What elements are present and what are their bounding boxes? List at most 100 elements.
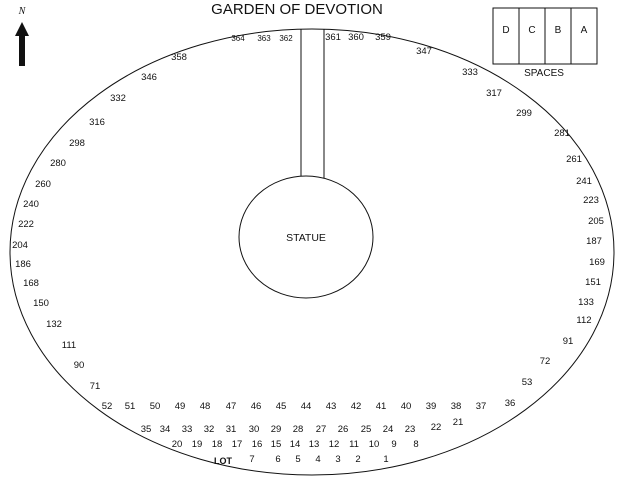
lot-number: 168 — [23, 278, 39, 289]
lot-number: 25 — [361, 424, 372, 435]
lot-number: 5 — [295, 454, 300, 465]
lot-number: 27 — [316, 424, 327, 435]
lot-number: 36 — [505, 398, 516, 409]
lot-number: 150 — [33, 298, 49, 309]
lot-number: 46 — [251, 401, 262, 412]
lot-number: 151 — [585, 277, 601, 288]
lot-number: 261 — [566, 154, 582, 165]
lot-number: 10 — [369, 439, 380, 450]
lot-number: 91 — [563, 336, 574, 347]
space-letter: A — [581, 25, 588, 36]
lot-number: 364 — [231, 34, 245, 43]
lot-number: 169 — [589, 257, 605, 268]
lot-number: 51 — [125, 401, 136, 412]
lot-word: LOT — [214, 456, 232, 466]
lot-number: 205 — [588, 216, 604, 227]
lot-number: 332 — [110, 93, 126, 104]
lot-number: 9 — [391, 439, 396, 450]
lot-number: 12 — [329, 439, 340, 450]
lot-number: 346 — [141, 72, 157, 83]
lot-number: 223 — [583, 195, 599, 206]
lot-number: 40 — [401, 401, 412, 412]
lot-number: 280 — [50, 158, 66, 169]
lot-number: 90 — [74, 360, 85, 371]
lot-number: 23 — [405, 424, 416, 435]
lot-number: 41 — [376, 401, 387, 412]
lot-number: 260 — [35, 179, 51, 190]
lot-number: 48 — [200, 401, 211, 412]
lot-number: 31 — [226, 424, 237, 435]
lot-number: 20 — [172, 439, 183, 450]
lot-number: 21 — [453, 417, 464, 428]
lot-number: 72 — [540, 356, 551, 367]
space-letter: B — [555, 25, 562, 36]
space-letter: C — [528, 25, 535, 36]
lot-number: 18 — [212, 439, 223, 450]
lot-number: 4 — [315, 454, 320, 465]
spaces-legend: D C B A SPACES — [492, 7, 598, 79]
lot-number: 53 — [522, 377, 533, 388]
lot-number: 50 — [150, 401, 161, 412]
lot-number: 298 — [69, 138, 85, 149]
lot-number: 14 — [290, 439, 301, 450]
statue — [238, 175, 374, 299]
north-label: N — [18, 6, 27, 17]
lot-number: 52 — [102, 401, 113, 412]
lot-number: 316 — [89, 117, 105, 128]
lot-number: 19 — [192, 439, 203, 450]
lot-number: 42 — [351, 401, 362, 412]
lot-number: 111 — [62, 340, 76, 351]
lot-number: 3 — [335, 454, 340, 465]
lot-number: 360 — [348, 32, 364, 43]
spaces-caption: SPACES — [524, 68, 564, 79]
lot-number: 358 — [171, 52, 187, 63]
walkway — [300, 29, 325, 180]
lot-number: 112 — [576, 315, 591, 326]
lot-number: 39 — [426, 401, 437, 412]
lot-number: 44 — [301, 401, 312, 412]
lot-number: 241 — [576, 176, 592, 187]
lot-number: 22 — [431, 422, 442, 433]
lot-number: 299 — [516, 108, 532, 119]
lot-number: 11 — [349, 439, 359, 450]
lot-number: 29 — [271, 424, 282, 435]
lot-number: 16 — [252, 439, 263, 450]
statue-label: STATUE — [286, 232, 326, 244]
lot-number: 333 — [462, 67, 478, 78]
lot-number: 35 — [141, 424, 152, 435]
lot-number: 281 — [554, 128, 570, 139]
lot-number: 13 — [309, 439, 320, 450]
lot-number: 71 — [90, 381, 101, 392]
lot-number: 362 — [279, 34, 293, 43]
lot-number: 222 — [18, 219, 34, 230]
lot-number: 34 — [160, 424, 171, 435]
lot-number: 49 — [175, 401, 186, 412]
lot-number: 45 — [276, 401, 287, 412]
lot-number: 359 — [375, 32, 391, 43]
lot-number: 361 — [325, 32, 341, 43]
lot-number: 240 — [23, 199, 39, 210]
lot-number: 363 — [257, 34, 271, 43]
lot-number: 24 — [383, 424, 394, 435]
lot-number: 8 — [413, 439, 418, 450]
lot-number: 38 — [451, 401, 462, 412]
lot-number: 317 — [486, 88, 502, 99]
lot-number: 186 — [15, 259, 31, 270]
lot-number: 37 — [476, 401, 487, 412]
lot-number: 26 — [338, 424, 349, 435]
lot-number: 1 — [383, 454, 388, 465]
garden-boundary — [9, 28, 615, 476]
north-arrow-icon: N — [15, 6, 29, 66]
lot-number: 28 — [293, 424, 304, 435]
lot-number: 30 — [249, 424, 260, 435]
space-letter: D — [502, 25, 509, 36]
lot-number: 133 — [578, 297, 594, 308]
lot-number: 32 — [204, 424, 215, 435]
lot-number: 33 — [182, 424, 193, 435]
lot-number: 2 — [355, 454, 360, 465]
lot-number: 7 — [249, 454, 254, 465]
lot-number: 132 — [46, 319, 62, 330]
lot-number: 204 — [12, 240, 28, 251]
